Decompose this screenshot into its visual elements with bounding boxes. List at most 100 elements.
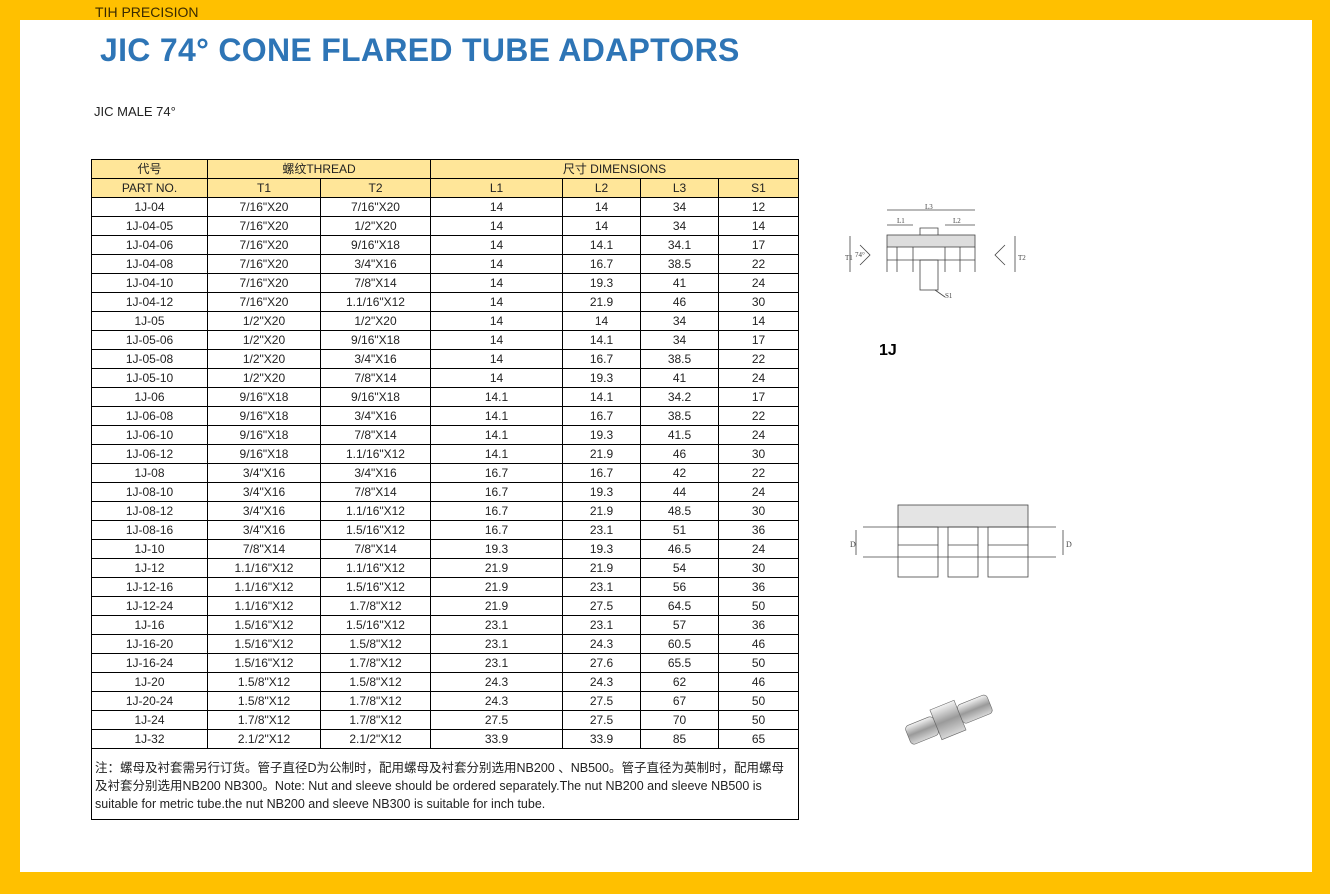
table-cell: 14 — [430, 216, 563, 236]
table-cell: 1J-12-16 — [91, 577, 208, 597]
table-cell: 1J-16-20 — [91, 634, 208, 654]
label-l1: L1 — [897, 217, 905, 225]
table-cell: 9/16"X18 — [320, 235, 431, 255]
table-cell: 46 — [717, 634, 800, 654]
table-cell: 21.9 — [430, 558, 563, 578]
table-cell: 1J-20 — [91, 672, 208, 692]
table-cell: 19.3 — [562, 273, 641, 293]
table-cell: 1/2"X20 — [207, 368, 321, 388]
page-title: JIC 74° CONE FLARED TUBE ADAPTORS — [100, 32, 740, 68]
table-cell: 27.6 — [562, 653, 641, 673]
table-cell: 65 — [717, 729, 800, 749]
table-cell: 21.9 — [562, 501, 641, 521]
table-cell: 16.7 — [562, 349, 641, 369]
table-cell: 34 — [640, 330, 719, 350]
table-cell: 46 — [640, 292, 719, 312]
table-cell: 19.3 — [562, 425, 641, 445]
table-cell: 27.5 — [562, 596, 641, 616]
table-cell: 14 — [562, 197, 641, 217]
bulkhead-assembly-drawing: D D — [850, 504, 1072, 578]
table-cell: 1/2"X20 — [207, 311, 321, 331]
table-cell: 34.1 — [640, 235, 719, 255]
table-cell: 1.1/16"X12 — [320, 558, 431, 578]
table-cell: 1.7/8"X12 — [320, 653, 431, 673]
table-cell: 1.5/16"X12 — [320, 520, 431, 540]
table-cell: 14 — [430, 311, 563, 331]
table-cell: 21.9 — [430, 596, 563, 616]
adapter-photo — [905, 694, 993, 745]
table-cell: 3/4"X16 — [320, 349, 431, 369]
table-cell: 24.3 — [562, 672, 641, 692]
table-cell: 54 — [640, 558, 719, 578]
table-cell: 17 — [717, 330, 800, 350]
table-cell: 3/4"X16 — [207, 520, 321, 540]
table-cell: 21.9 — [562, 292, 641, 312]
column-header-t2: T2 — [320, 178, 431, 198]
table-cell: 22 — [717, 349, 800, 369]
table-cell: 30 — [717, 292, 800, 312]
table-cell: 1J-05 — [91, 311, 208, 331]
table-cell: 1/2"X20 — [320, 311, 431, 331]
label-l2: L2 — [953, 217, 961, 225]
table-cell: 1.7/8"X12 — [320, 596, 431, 616]
table-cell: 7/16"X20 — [207, 216, 321, 236]
table-cell: 30 — [717, 444, 800, 464]
table-cell: 7/16"X20 — [207, 235, 321, 255]
table-cell: 1J-04-08 — [91, 254, 208, 274]
table-cell: 7/16"X20 — [320, 197, 431, 217]
table-cell: 16.7 — [562, 463, 641, 483]
table-cell: 14 — [430, 197, 563, 217]
table-cell: 14.1 — [430, 406, 563, 426]
table-cell: 46 — [640, 444, 719, 464]
table-cell: 1/2"X20 — [207, 330, 321, 350]
table-cell: 9/16"X18 — [207, 387, 321, 407]
table-cell: 9/16"X18 — [207, 406, 321, 426]
table-cell: 2.1/2"X12 — [207, 729, 321, 749]
table-cell: 36 — [717, 520, 800, 540]
table-cell: 41 — [640, 368, 719, 388]
table-cell: 24.3 — [562, 634, 641, 654]
table-cell: 7/16"X20 — [207, 292, 321, 312]
table-cell: 1J-16-24 — [91, 653, 208, 673]
table-cell: 1.5/8"X12 — [207, 672, 321, 692]
table-cell: 60.5 — [640, 634, 719, 654]
table-cell: 36 — [717, 615, 800, 635]
table-cell: 3/4"X16 — [207, 482, 321, 502]
table-cell: 3/4"X16 — [320, 254, 431, 274]
table-cell: 50 — [717, 596, 800, 616]
table-cell: 85 — [640, 729, 719, 749]
table-cell: 65.5 — [640, 653, 719, 673]
table-cell: 14.1 — [430, 387, 563, 407]
table-cell: 7/8"X14 — [320, 482, 431, 502]
table-cell: 56 — [640, 577, 719, 597]
table-cell: 1.1/16"X12 — [207, 558, 321, 578]
page-subtitle: JIC MALE 74° — [94, 104, 176, 119]
table-cell: 14.1 — [562, 387, 641, 407]
table-cell: 1.5/16"X12 — [320, 615, 431, 635]
table-cell: 24.3 — [430, 691, 563, 711]
table-cell: 14 — [430, 292, 563, 312]
column-header-s1: S1 — [717, 178, 800, 198]
table-cell: 1J-08-16 — [91, 520, 208, 540]
table-cell: 46.5 — [640, 539, 719, 559]
table-cell: 1J-32 — [91, 729, 208, 749]
table-cell: 23.1 — [430, 653, 563, 673]
column-header-part-no: PART NO. — [91, 178, 208, 198]
table-cell: 1.7/8"X12 — [320, 710, 431, 730]
table-cell: 1J-05-10 — [91, 368, 208, 388]
table-cell: 44 — [640, 482, 719, 502]
table-cell: 19.3 — [430, 539, 563, 559]
